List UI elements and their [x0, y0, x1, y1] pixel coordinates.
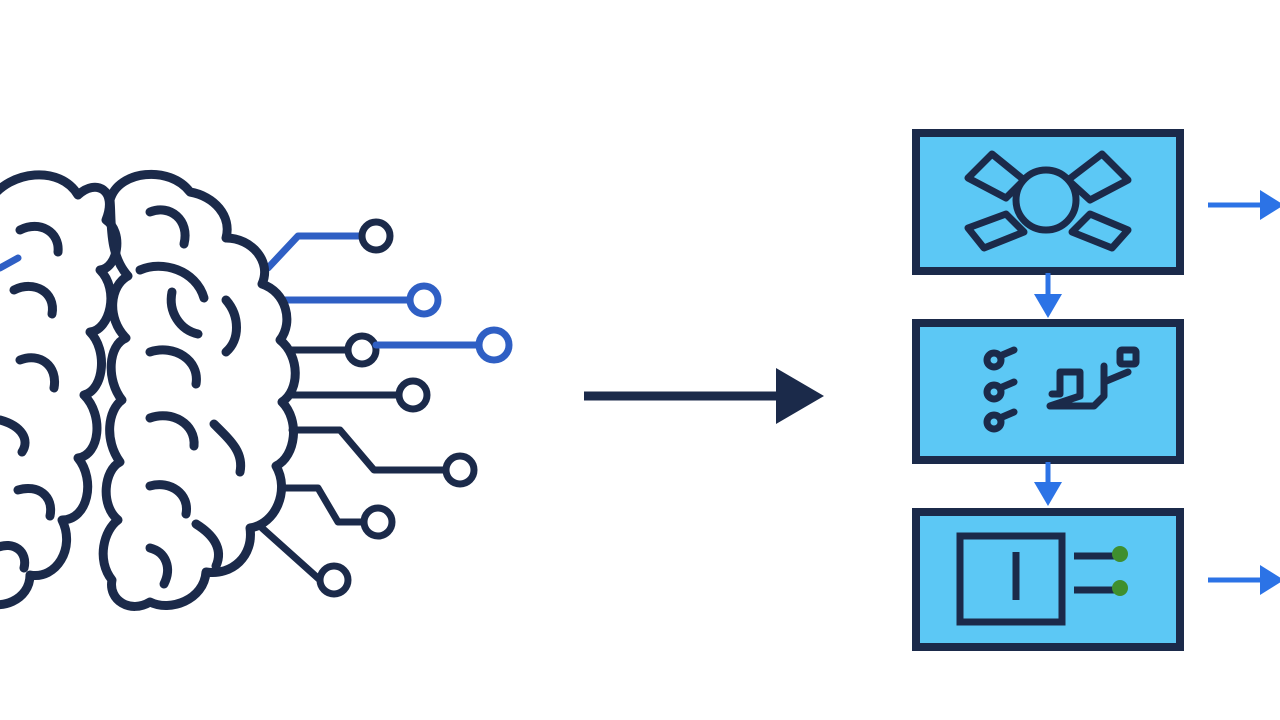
brain-fold	[135, 261, 209, 303]
brain-right-hemisphere	[98, 169, 300, 611]
output-module-icon	[956, 532, 1128, 626]
brain-circuit-icon	[0, 169, 513, 611]
circuit-node	[475, 326, 513, 364]
circuit-line	[278, 484, 368, 526]
node	[983, 381, 1005, 403]
flow-arrow-head	[1034, 482, 1062, 506]
brain-fold	[145, 480, 191, 519]
hub-spoke	[964, 210, 1028, 252]
brain-fold	[145, 205, 190, 249]
node-square	[1116, 346, 1140, 368]
brain-fold	[191, 519, 223, 571]
output-dot	[1112, 580, 1128, 596]
flow-arrow-head	[1034, 294, 1062, 318]
brain-fold	[0, 415, 30, 457]
node	[983, 349, 1005, 371]
network-hub-icon	[964, 150, 1132, 252]
circuit-node	[316, 562, 352, 598]
stage-2-frame	[912, 319, 1184, 464]
brain-fold	[145, 411, 199, 451]
node-link	[996, 408, 1018, 422]
circuit-line	[264, 232, 366, 272]
output-arrow-head	[1260, 190, 1280, 220]
circuit-trace	[1046, 362, 1108, 410]
brain-fold	[145, 345, 201, 389]
hub-spoke	[1068, 210, 1132, 252]
circuit-line	[0, 254, 22, 272]
circuit-node	[344, 332, 380, 368]
circuit-node	[395, 377, 431, 413]
stage-3-box	[912, 508, 1184, 651]
brain-fold	[0, 541, 30, 573]
output-dot	[1112, 546, 1128, 562]
circuit-node	[360, 504, 396, 540]
circuit-nodes-icon	[983, 346, 1140, 433]
circuit-node	[442, 452, 478, 488]
right-arrow-icon	[584, 368, 824, 424]
brain-fold	[166, 287, 203, 339]
arrow-icon	[1034, 273, 1062, 318]
output-arrow-head	[1260, 565, 1280, 595]
main-arrow-head	[776, 368, 824, 424]
node-link	[996, 378, 1018, 392]
brain-fold	[221, 295, 241, 357]
node-link	[1100, 368, 1132, 386]
brain-fold	[9, 281, 57, 319]
stage-2-box	[912, 319, 1184, 464]
stage-3-frame	[912, 508, 1184, 651]
arrow-icon	[1208, 190, 1280, 220]
brain-fold	[145, 543, 172, 589]
node	[983, 411, 1005, 433]
brain-fold	[15, 353, 60, 393]
brain-fold	[13, 484, 56, 521]
hub-spoke	[1064, 150, 1132, 204]
arrow-icon	[1034, 462, 1062, 506]
brain-left-hemisphere	[0, 170, 122, 609]
arrow-icon	[1208, 565, 1280, 595]
stage-1-box	[912, 129, 1184, 275]
brain-fold	[15, 221, 63, 257]
circuit-line	[288, 426, 450, 474]
module-frame	[956, 532, 1066, 626]
circuit-node	[358, 218, 394, 254]
hub-core	[1012, 166, 1080, 234]
node-link	[996, 346, 1018, 360]
brain-fold	[209, 419, 246, 477]
circuit-line	[258, 524, 324, 584]
circuit-node	[406, 282, 442, 318]
